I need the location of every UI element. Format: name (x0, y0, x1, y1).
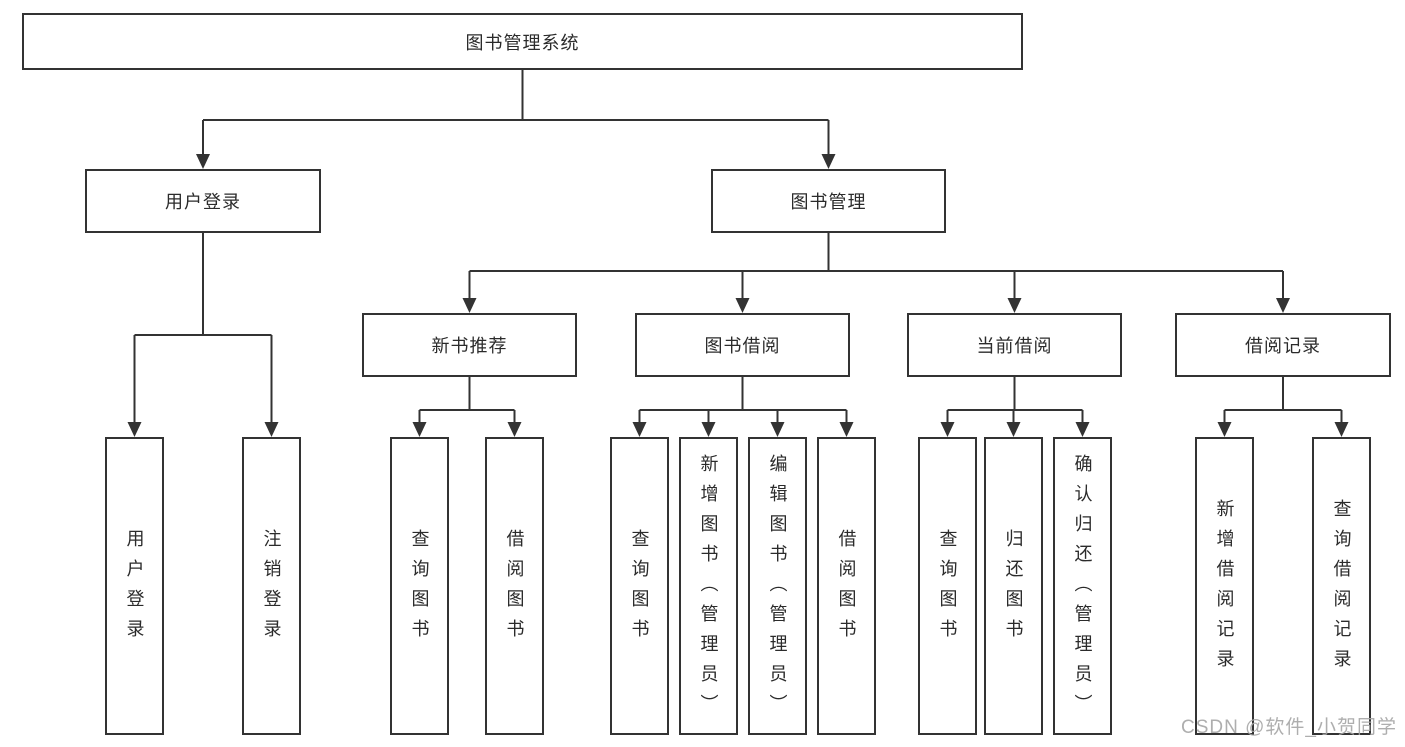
node-borrow-records: 借阅记录 (1175, 313, 1391, 377)
arrowhead (1006, 422, 1021, 437)
leaf-logout: 注销登录 (242, 437, 301, 735)
leaf-edit-books-admin: 编辑图书（管理员） (748, 437, 807, 735)
arrowhead (1007, 298, 1022, 313)
arrowhead (770, 422, 785, 437)
leaf-query-books-borrowing: 查询图书 (610, 437, 669, 735)
node-book-management: 图书管理 (711, 169, 946, 233)
node-current-borrowing: 当前借阅 (907, 313, 1122, 377)
leaf-add-borrow-record: 新增借阅记录 (1195, 437, 1254, 735)
arrowhead (1075, 422, 1090, 437)
leaf-user-login: 用户登录 (105, 437, 164, 735)
leaf-borrow-books-recommend: 借阅图书 (485, 437, 544, 735)
arrowhead (264, 422, 279, 437)
arrowhead (821, 154, 836, 169)
node-new-book-recommend: 新书推荐 (362, 313, 577, 377)
arrowhead (701, 422, 716, 437)
arrowhead (507, 422, 522, 437)
node-library-management-system: 图书管理系统 (22, 13, 1023, 70)
arrowhead (1334, 422, 1349, 437)
leaf-add-books-admin: 新增图书（管理员） (679, 437, 738, 735)
arrowhead (632, 422, 647, 437)
arrowhead (839, 422, 854, 437)
arrowhead (1276, 298, 1290, 313)
leaf-return-books: 归还图书 (984, 437, 1043, 735)
leaf-query-borrow-record: 查询借阅记录 (1312, 437, 1371, 735)
arrowhead (412, 422, 427, 437)
arrowhead (940, 422, 955, 437)
node-book-borrowing: 图书借阅 (635, 313, 850, 377)
leaf-borrow-books: 借阅图书 (817, 437, 876, 735)
arrowhead (196, 154, 210, 169)
leaf-query-books-recommend: 查询图书 (390, 437, 449, 735)
arrowhead (127, 422, 142, 437)
leaf-confirm-return-admin: 确认归还（管理员） (1053, 437, 1112, 735)
node-user-login: 用户登录 (85, 169, 321, 233)
arrowhead (462, 298, 477, 313)
arrowhead (735, 298, 750, 313)
leaf-query-books-current: 查询图书 (918, 437, 977, 735)
csdn-watermark: CSDN @软件_小贺同学 (1181, 717, 1397, 738)
arrowhead (1217, 422, 1232, 437)
